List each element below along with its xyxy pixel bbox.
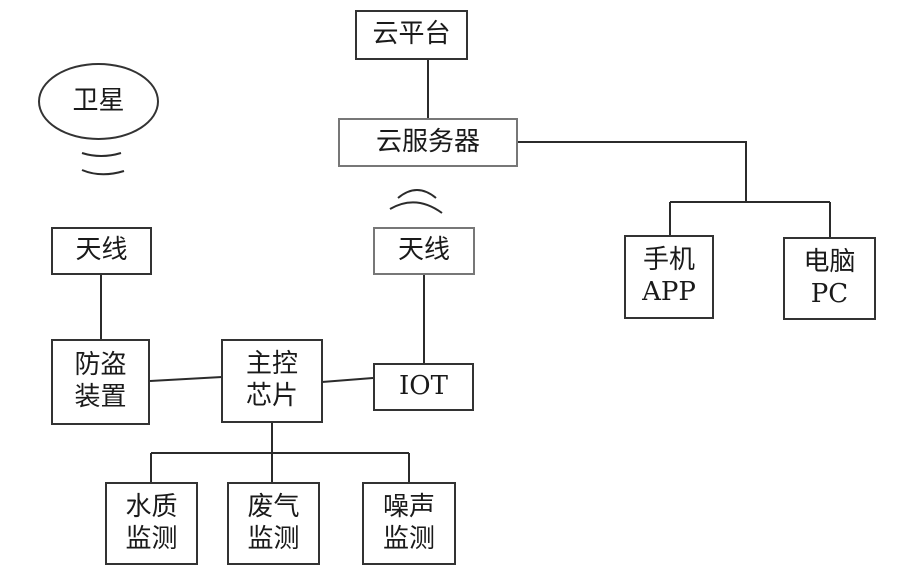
computer-pc-node: 电脑 PC (783, 237, 876, 320)
link-server-clients (517, 141, 831, 237)
main-control-chip-node: 主控 芯片 (221, 339, 323, 423)
link-antitheft-chip (149, 376, 223, 382)
link-chip-iot (321, 377, 374, 383)
antenna-signal-wave-1 (397, 189, 437, 199)
cloud-platform-node: 云平台 (355, 10, 468, 60)
iot-node: IOT (373, 363, 474, 411)
phone-app-node: 手机 APP (624, 235, 714, 319)
anti-theft-device-node: 防盗 装置 (51, 339, 150, 425)
noise-monitoring-node: 噪声 监测 (362, 482, 456, 565)
link-chip-monitors (150, 423, 410, 482)
satellite-node: 卫星 (38, 63, 159, 140)
satellite-signal-wave-1 (81, 152, 122, 157)
antenna-left-node: 天线 (51, 227, 152, 275)
antenna-right-node: 天线 (373, 227, 475, 275)
satellite-signal-wave-2 (81, 169, 125, 176)
cloud-server-node: 云服务器 (338, 118, 518, 167)
antenna-signal-wave-2 (389, 201, 443, 214)
water-quality-monitoring-node: 水质 监测 (105, 482, 198, 565)
exhaust-gas-monitoring-node: 废气 监测 (227, 482, 320, 565)
